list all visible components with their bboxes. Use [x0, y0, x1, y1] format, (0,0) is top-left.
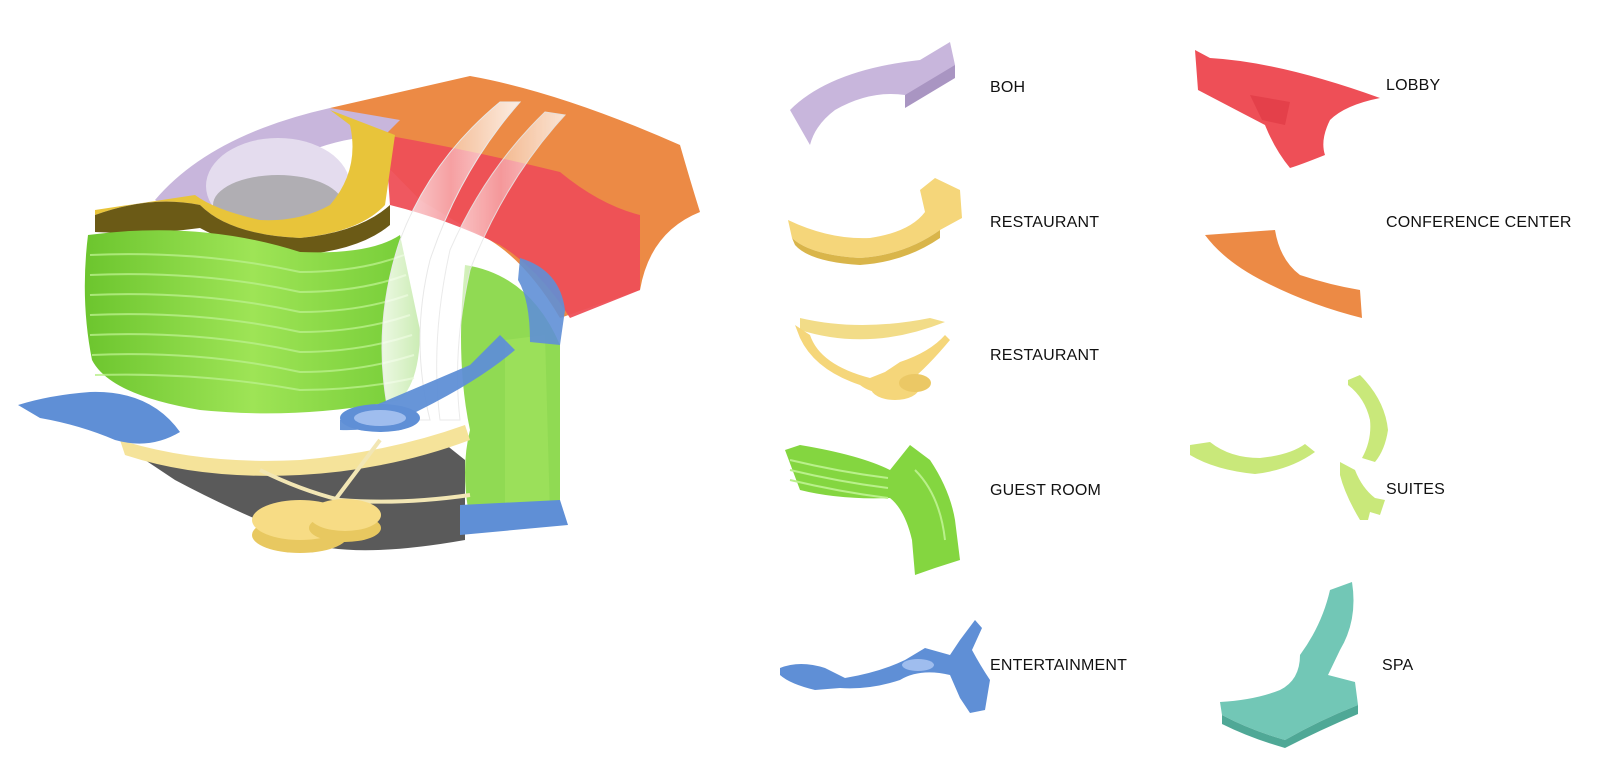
- model-entertainment-hub-inner: [354, 410, 406, 426]
- model-restaurant-ring-side: [95, 201, 390, 255]
- swatch-restaurant-2-pad-2: [899, 374, 931, 392]
- model-guest-room-tower-front: [505, 335, 550, 520]
- swatch-guest-room-lines: [789, 459, 946, 541]
- legend-swatches: [780, 42, 1388, 748]
- swatch-spa-edge: [1222, 705, 1358, 748]
- legend-label-suites: SUITES: [1386, 481, 1445, 498]
- swatch-entertainment-hub: [902, 659, 934, 671]
- swatch-spa: [1220, 582, 1358, 740]
- assembled-building-model: [18, 76, 700, 553]
- swatch-conference-center: [1205, 230, 1362, 318]
- swatch-suites-right: [1348, 375, 1388, 462]
- model-entertainment-lower: [460, 500, 568, 535]
- legend-label-spa: SPA: [1382, 657, 1414, 674]
- legend-label-restaurant-2: RESTAURANT: [990, 347, 1100, 364]
- legend-label-restaurant-1: RESTAURANT: [990, 214, 1100, 231]
- legend-label-lobby: LOBBY: [1386, 77, 1441, 94]
- model-entertainment-left: [18, 391, 180, 444]
- model-guest-room: [84, 230, 421, 414]
- swatch-restaurant-2-arc: [800, 318, 945, 340]
- swatch-lobby-step: [1250, 95, 1290, 125]
- swatch-suites-lower: [1340, 462, 1385, 520]
- model-entertainment-right: [518, 258, 565, 345]
- legend-label-guest-room: GUEST ROOM: [990, 482, 1102, 499]
- swatch-suites-left: [1190, 442, 1315, 474]
- swatch-restaurant-1: [788, 178, 962, 258]
- model-guest-room-floor-lines: [89, 253, 415, 392]
- legend-label-entertainment: ENTERTAINMENT: [990, 657, 1128, 674]
- legend-label-boh: BOH: [990, 79, 1026, 96]
- swatch-restaurant-1-edge: [792, 230, 940, 265]
- swatch-entertainment: [780, 620, 990, 713]
- swatch-boh-edge: [905, 65, 955, 108]
- model-restaurant-pad-2: [309, 499, 381, 531]
- swatch-boh: [790, 42, 955, 145]
- legend-label-conference-center: CONFERENCE CENTER: [1386, 214, 1572, 231]
- model-podium-ring: [120, 425, 470, 476]
